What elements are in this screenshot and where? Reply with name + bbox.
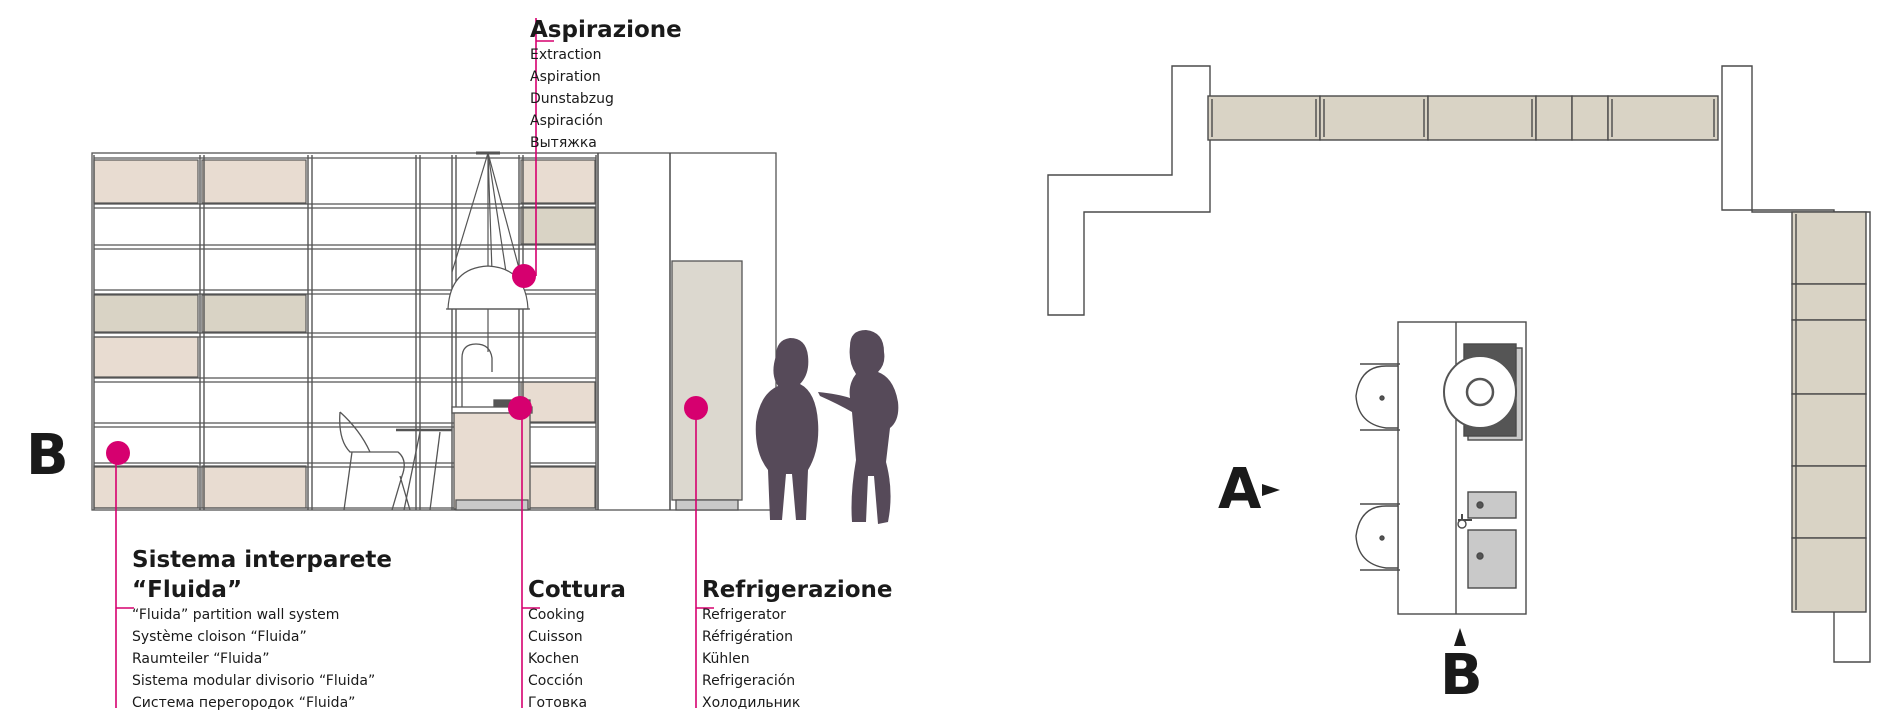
translation-line: Refrigeración bbox=[702, 673, 796, 689]
translation-line: Cooking bbox=[528, 607, 585, 623]
refrigerator-column bbox=[671, 260, 743, 511]
plan-wok-inner bbox=[1465, 377, 1495, 407]
translation-line: Réfrigération bbox=[702, 629, 793, 645]
plan-cabinet bbox=[1319, 95, 1429, 141]
plan-view-a-label: A bbox=[1218, 457, 1262, 522]
plan-top-cabinets bbox=[1207, 95, 1719, 141]
plan-cabinet bbox=[1427, 95, 1537, 141]
plan-cabinet bbox=[1791, 393, 1867, 467]
plan-stool bbox=[1355, 365, 1399, 429]
refrigerator-body bbox=[671, 260, 743, 501]
translation-line: Raumteiler “Fluida” bbox=[132, 651, 270, 667]
plan-wall-left bbox=[1047, 65, 1211, 316]
refrigerazione-title: Refrigerazione bbox=[702, 577, 893, 603]
translation-line: Sistema modular divisorio “Fluida” bbox=[132, 673, 376, 689]
dot-sistema bbox=[106, 441, 130, 465]
plan-sink-large bbox=[1467, 529, 1517, 589]
plan-cabinet bbox=[1607, 95, 1719, 141]
translation-line: Вытяжка bbox=[530, 135, 597, 151]
refrigerator-plinth bbox=[675, 499, 739, 511]
plan-sink-small bbox=[1467, 491, 1517, 519]
plan-cabinet bbox=[1791, 465, 1867, 539]
island-plinth bbox=[455, 499, 529, 511]
wood-panel bbox=[201, 159, 307, 204]
sistema-title-line2: “Fluida” bbox=[132, 577, 243, 603]
plan-cabinet bbox=[1791, 211, 1867, 285]
callout-leaders bbox=[115, 18, 714, 708]
plan-view-b-label: B bbox=[1440, 643, 1483, 708]
translation-line: Kochen bbox=[528, 651, 580, 667]
faucet-icon bbox=[461, 343, 493, 407]
view-b-arrow-icon bbox=[1454, 628, 1466, 646]
plan-stool bbox=[1355, 505, 1399, 569]
plan-cabinet bbox=[1535, 95, 1573, 141]
plan-cabinet bbox=[1207, 95, 1321, 141]
dot-cottura bbox=[508, 396, 532, 420]
wood-panel bbox=[520, 159, 596, 204]
translation-line: Refrigerator bbox=[702, 607, 786, 623]
aspirazione-title: Aspirazione bbox=[530, 17, 682, 43]
leader-aspirazione bbox=[535, 18, 554, 276]
plan-cabinet bbox=[1791, 537, 1867, 613]
translation-line: Extraction bbox=[530, 47, 602, 63]
sistema-title-line1: Sistema interparete bbox=[132, 547, 392, 573]
dot-aspirazione bbox=[512, 264, 536, 288]
aspirazione-translations: Extraction Aspiration Dunstabzug Aspirac… bbox=[530, 44, 614, 154]
wood-panel bbox=[93, 159, 199, 204]
wood-panel bbox=[201, 294, 307, 333]
wood-panel bbox=[520, 206, 596, 245]
woman-silhouette bbox=[818, 330, 899, 524]
cottura-translations: Cooking Cuisson Kochen Cocción Готовка bbox=[528, 604, 587, 714]
wood-panel bbox=[93, 465, 199, 509]
wood-panel bbox=[201, 465, 307, 509]
room-outline bbox=[91, 152, 777, 511]
translation-line: Cuisson bbox=[528, 629, 583, 645]
translation-line: Kühlen bbox=[702, 651, 750, 667]
plan-cabinet bbox=[1571, 95, 1609, 141]
translation-line: Aspiración bbox=[530, 113, 604, 129]
cottura-title: Cottura bbox=[528, 577, 626, 603]
plan-island bbox=[1397, 321, 1527, 615]
plan-view bbox=[1047, 65, 1871, 663]
island-body bbox=[453, 412, 531, 510]
plan-right-cabinets bbox=[1791, 211, 1867, 613]
translation-line: Холодильник bbox=[702, 695, 801, 711]
wood-panel bbox=[93, 336, 199, 378]
elevation-view-label: B bbox=[26, 423, 69, 488]
wood-panel bbox=[520, 381, 596, 423]
plan-cabinet bbox=[1791, 283, 1867, 321]
callout-dots bbox=[106, 264, 708, 465]
translation-line: Système cloison “Fluida” bbox=[132, 629, 307, 645]
view-a-arrow-icon bbox=[1262, 484, 1280, 496]
chair-icon bbox=[339, 411, 411, 511]
child-silhouette bbox=[755, 338, 819, 520]
sistema-translations: “Fluida” partition wall system Système c… bbox=[132, 604, 375, 714]
dining-chair-table bbox=[339, 411, 452, 511]
plan-stools bbox=[1355, 363, 1400, 571]
elevation-view bbox=[91, 151, 777, 511]
pendant-lamp bbox=[446, 151, 530, 352]
people-silhouettes bbox=[755, 330, 899, 524]
wood-panel bbox=[520, 465, 596, 509]
dot-refrigerazione bbox=[684, 396, 708, 420]
kitchen-island bbox=[451, 343, 533, 511]
plan-cabinet bbox=[1791, 319, 1867, 395]
wood-panel bbox=[93, 294, 199, 333]
shelving-panels bbox=[93, 159, 596, 509]
translation-line: Dunstabzug bbox=[530, 91, 614, 107]
refrigerazione-translations: Refrigerator Réfrigération Kühlen Refrig… bbox=[702, 604, 800, 714]
translation-line: Cocción bbox=[528, 673, 584, 689]
translation-line: Aspiration bbox=[530, 69, 601, 85]
translation-line: “Fluida” partition wall system bbox=[132, 607, 340, 623]
translation-line: Система перегородок “Fluida” bbox=[132, 695, 356, 711]
translation-line: Готовка bbox=[528, 695, 588, 711]
